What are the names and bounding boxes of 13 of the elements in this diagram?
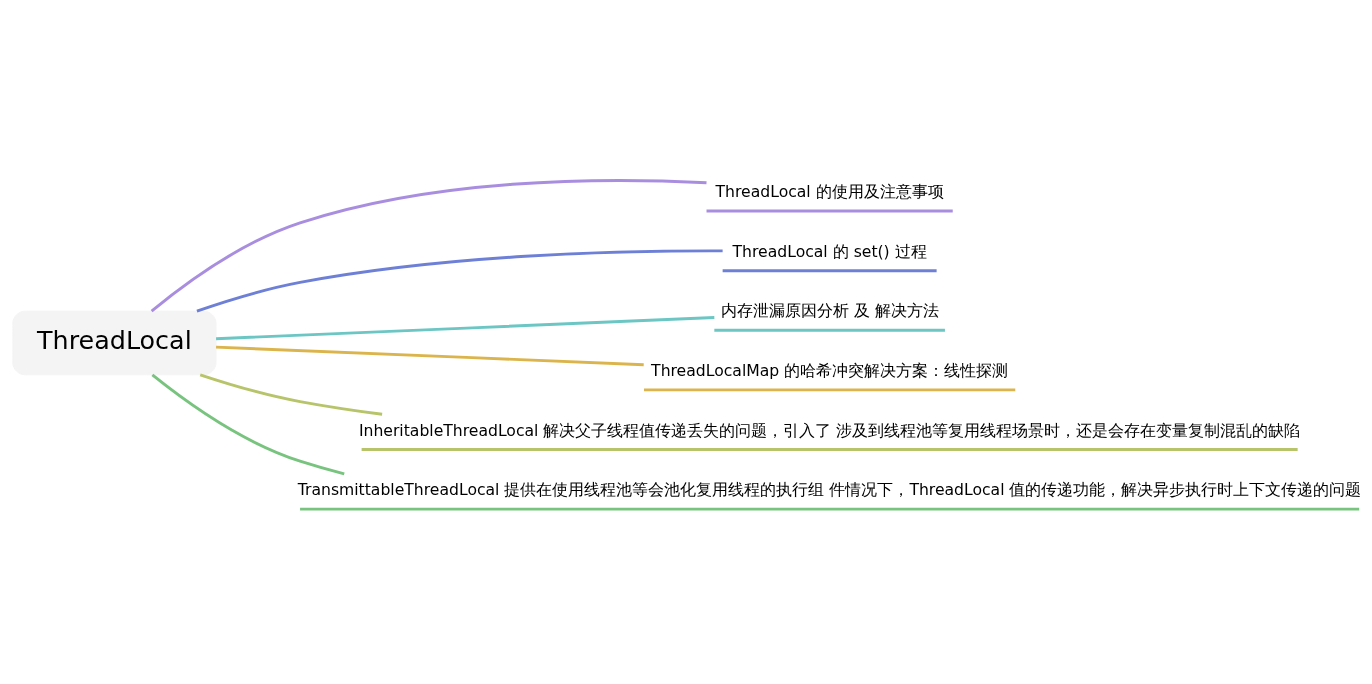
connector <box>196 248 723 313</box>
connector <box>151 373 345 475</box>
node-text: ThreadLocal 的使用及注意事项 <box>715 181 944 201</box>
connector <box>150 178 707 312</box>
connector <box>199 372 383 416</box>
node-text: ThreadLocal 的 set() 过程 <box>732 241 927 261</box>
connector <box>216 345 644 366</box>
node-box: ThreadLocal <box>12 310 217 375</box>
node-text: ThreadLocalMap 的哈希冲突解决方案：线性探测 <box>651 360 1009 380</box>
node-text: TransmittableThreadLocal 提供在使用线程池等会池化复用线程的执行组 件情况下，ThreadLocal 值的传递功能，解决异步执行时上下文传递的问题 <box>297 479 1362 499</box>
node-text: 内存泄漏原因分析 及 解决方法 <box>720 300 939 320</box>
connector <box>216 315 715 340</box>
node-text: InheritableThreadLocal 解决父子线程值传递丢失的问题，引入了 涉及到线程池等复用线程场景时，还是会存在变量复制混乱的缺陷 <box>358 420 1301 440</box>
